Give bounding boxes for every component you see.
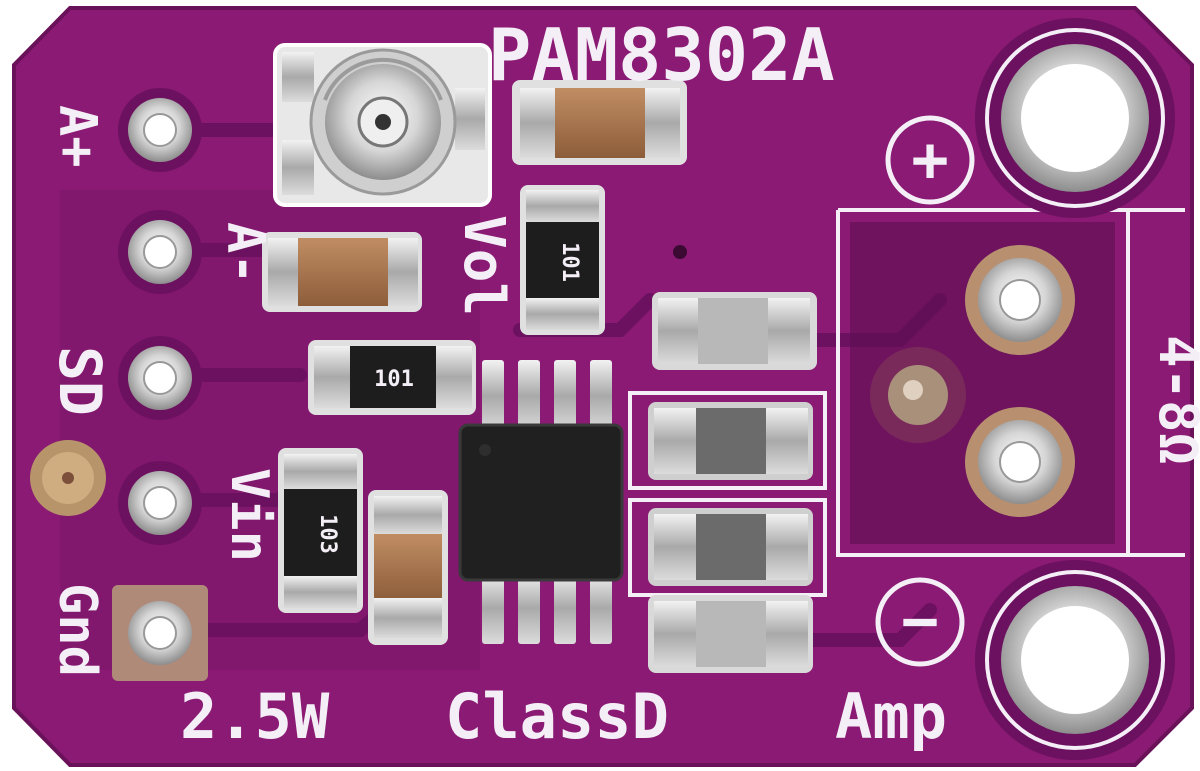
inductor-2	[648, 402, 813, 480]
pin-label-vin: Vin	[219, 468, 279, 562]
plus-symbol-ring	[885, 115, 975, 205]
via	[673, 245, 687, 259]
resistor-code-1: 101	[557, 242, 582, 282]
capacitor-top	[512, 80, 687, 165]
pin-label-gnd: Gnd	[47, 583, 107, 677]
vol-label: Vol	[451, 215, 516, 316]
capacitor-left	[262, 232, 422, 312]
mounting-holes	[975, 18, 1175, 760]
capacitor-bottom	[368, 490, 448, 645]
resistor-code-3: 103	[315, 514, 340, 554]
plus-symbol: +	[911, 123, 948, 196]
minus-symbol: −	[901, 584, 938, 657]
inductor-3	[648, 508, 813, 586]
amp-label: Amp	[835, 680, 947, 753]
pin-label-a-plus: A+	[47, 105, 107, 168]
speaker-terminal-outline	[836, 208, 1185, 557]
pin-label-a-minus: A-	[215, 222, 275, 285]
inductor-4	[648, 595, 813, 673]
resistor-horizontal: 101	[308, 340, 476, 415]
minus-symbol-ring	[875, 577, 965, 667]
class-label: ClassD	[445, 680, 669, 753]
trim-potentiometer	[273, 43, 492, 207]
resistor-vertical: 101	[520, 185, 605, 335]
inductor-1	[652, 292, 817, 370]
header-pads	[112, 88, 208, 681]
impedance-label: 4-8Ω	[1147, 335, 1200, 465]
chip-name-label: PAM8302A	[488, 13, 835, 97]
pin-label-sd: SD	[46, 346, 114, 416]
terminal-pads	[870, 245, 1075, 517]
inductor-2-outline	[628, 391, 827, 490]
amplifier-ic	[458, 423, 624, 582]
resistor-code-2: 101	[374, 367, 414, 392]
resistor-bottom: 103	[278, 448, 363, 613]
power-label: 2.5W	[180, 680, 330, 753]
ic-pins	[482, 360, 612, 644]
